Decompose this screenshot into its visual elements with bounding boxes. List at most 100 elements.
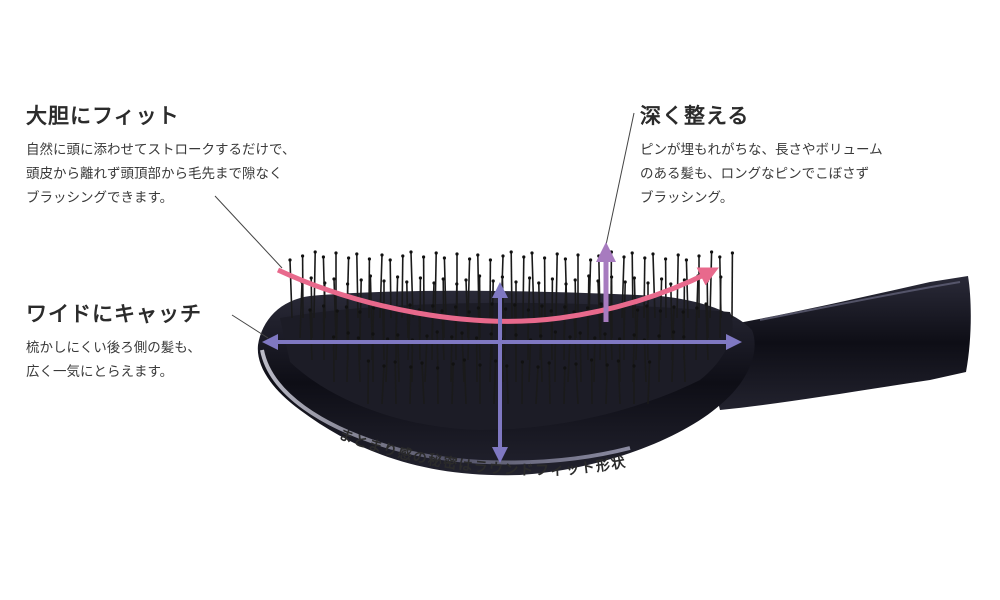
brush-pin-tip	[359, 278, 363, 282]
brush-pin	[418, 309, 421, 361]
brush-pin	[535, 366, 539, 405]
brush-pin-tip	[332, 335, 336, 339]
brush-pin-tip	[366, 359, 370, 363]
feature-bold-fit-description: 自然に頭に添わせてストロークするだけで、 頭皮から離れず頭頂部から毛先まで隙なく…	[26, 138, 295, 210]
brush-pin-tip	[454, 305, 458, 309]
brush-pin-tip	[705, 279, 709, 283]
brush-pins	[288, 250, 735, 405]
brush-pin-tip	[697, 254, 701, 258]
brush-pin-tip	[632, 276, 637, 280]
brush-pin-tip	[616, 359, 621, 363]
brush-pin-tip	[288, 258, 292, 262]
brush-pin	[685, 259, 689, 319]
brush-pin-tip	[695, 306, 699, 310]
brush-pin-tip	[382, 364, 386, 368]
brush-pin-tip	[450, 335, 454, 339]
brush-pin-tip	[540, 304, 544, 308]
leader-line-wide-catch	[231, 314, 269, 339]
brush-pin-tip	[682, 335, 686, 339]
brush-pin-tip	[520, 360, 525, 364]
brush-pin	[333, 278, 337, 339]
leader-line-bold-fit	[214, 195, 283, 269]
leader-line-deep-arrange	[605, 112, 635, 246]
brush-pin	[643, 257, 646, 319]
brush-pin-tip	[475, 336, 479, 340]
brush-pin-tip	[396, 275, 400, 279]
brush-pin-tip	[347, 256, 351, 260]
brush-pin-tip	[442, 256, 446, 260]
brush-pin-tip	[462, 358, 466, 362]
brush-pin-tip	[335, 309, 339, 313]
brush-pin-tip	[530, 251, 534, 255]
brush-pin-tip	[643, 256, 647, 260]
brush-pin	[617, 360, 621, 405]
brush-pin	[510, 251, 513, 319]
brush-pin-tip	[355, 252, 359, 256]
feature-deep-arrange-description: ピンが埋もれがちな、長さやボリューム のある髪も、ロングなピンでこぼさず ブラッ…	[640, 138, 883, 210]
brush-pin-tip	[396, 333, 400, 337]
brush-pin-tip	[388, 258, 392, 262]
brush-pin	[670, 283, 673, 339]
brush-pin-tip	[684, 258, 689, 262]
brush-pin-tip	[367, 257, 371, 261]
brush-handle	[700, 276, 971, 410]
brush-pin-tip	[555, 252, 559, 256]
brush-pin-tip	[308, 308, 312, 312]
brush-pin	[574, 279, 577, 339]
brush-pin-tip	[420, 361, 424, 365]
brush-pin	[522, 256, 525, 319]
brush-pin-tip	[434, 251, 438, 255]
brush-pin-tip	[467, 310, 471, 314]
brush-pin	[407, 304, 411, 361]
brush-pin	[539, 305, 543, 361]
brush-pin-tip	[436, 366, 440, 370]
brush-pin-tip	[609, 250, 614, 254]
brush-pin-tip	[418, 276, 422, 280]
brush-pin-tip	[710, 250, 714, 254]
brush-pin-tip	[596, 279, 600, 283]
description-line: 広く一気にとらえます。	[26, 364, 174, 380]
brush-pin-tip	[489, 332, 493, 336]
brush-pin-tip	[563, 305, 567, 309]
description-line: 梳かしにくい後ろ側の髪も、	[26, 340, 201, 356]
brush-pin-tip	[590, 358, 594, 362]
brush-pin	[289, 259, 293, 319]
brush-pin-tip	[664, 257, 668, 261]
brush-pin-tip	[528, 276, 532, 280]
brush-pin-tip	[422, 255, 426, 259]
brush-pin-tip	[672, 305, 676, 309]
brush-pin-tip	[441, 277, 445, 281]
brush-pin-tip	[393, 360, 397, 364]
brush-pin	[443, 257, 447, 319]
brush-pin	[409, 366, 412, 405]
brush-pin-tip	[593, 336, 597, 340]
brush-pin-tip	[537, 281, 541, 285]
brush-pin	[382, 303, 385, 361]
brush-pin-tip	[658, 309, 663, 313]
brush-pin-tip	[704, 302, 708, 306]
brush-pin	[705, 303, 709, 361]
brush-pin-tip	[543, 256, 547, 260]
brush-pin-tip	[478, 363, 482, 367]
brush-pin-tip	[589, 258, 593, 262]
brush-pin	[605, 364, 608, 405]
brush-pin	[719, 276, 722, 339]
brush-pin-tip	[514, 333, 518, 337]
brush-pin-tip	[568, 335, 572, 339]
brush-pin-tip	[432, 281, 436, 285]
brush-pin-tip	[409, 250, 413, 254]
arrow-round-fit	[276, 267, 719, 324]
brush-pin-tip	[587, 274, 591, 278]
brush-pin	[588, 259, 592, 319]
brush-pin-tip	[309, 276, 313, 280]
brush-pin-tip	[672, 330, 676, 334]
brush-pin	[706, 280, 709, 339]
brush-pin-tip	[504, 307, 508, 311]
brush-pin-tip	[676, 253, 680, 257]
brush-pin-tip	[322, 304, 326, 308]
brush-pin-tip	[368, 274, 372, 278]
brush-pin	[356, 253, 359, 319]
brush-pin-tip	[455, 252, 459, 256]
brush-pin-tip	[371, 332, 375, 336]
